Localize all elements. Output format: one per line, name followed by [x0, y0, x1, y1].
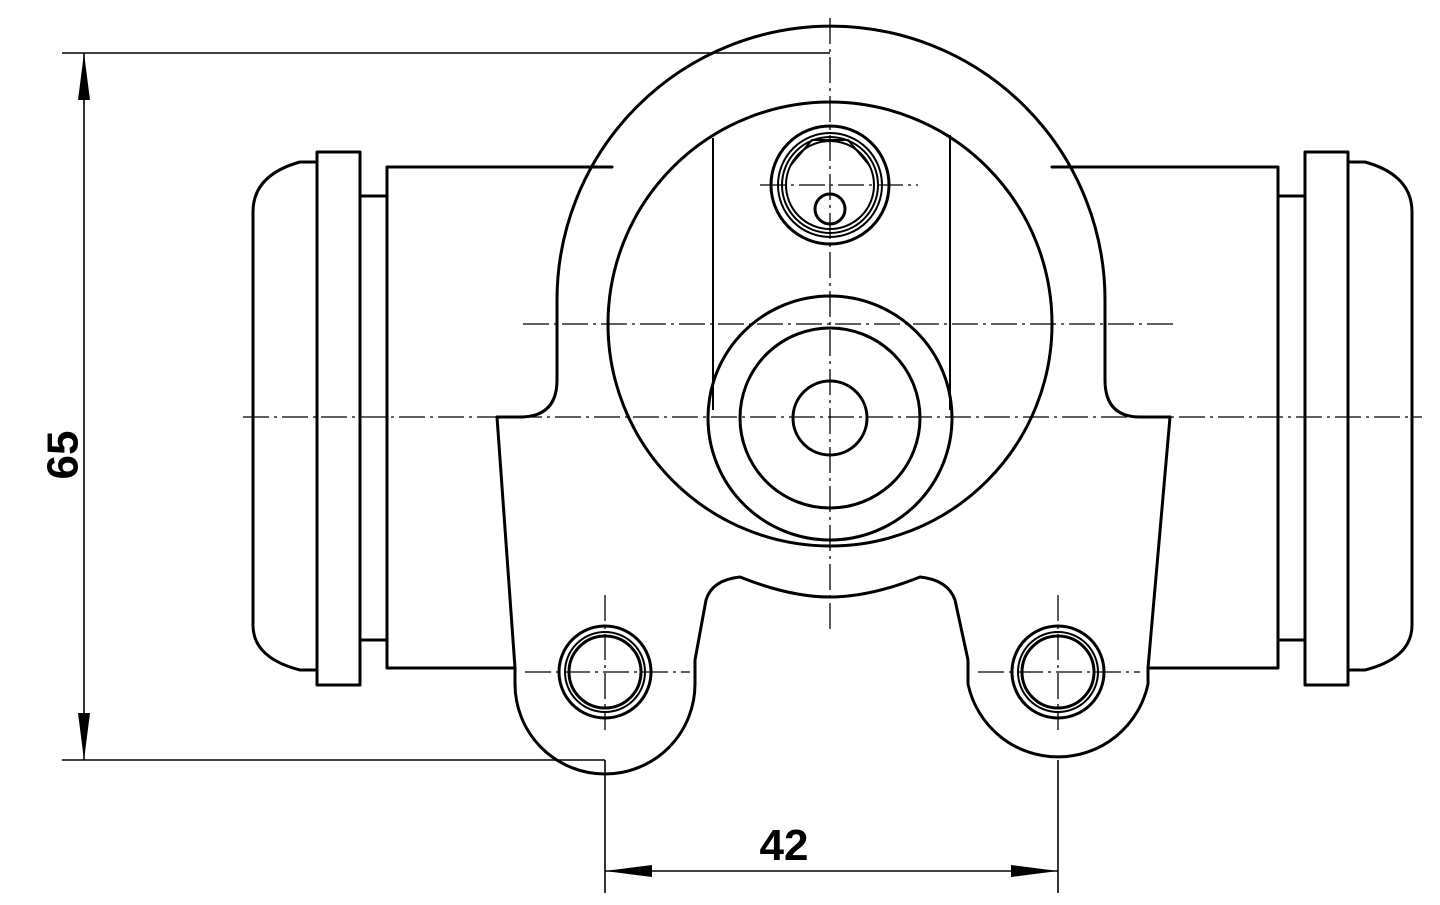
center-lines: [243, 18, 1422, 730]
housing-outer-contour: [495, 24, 1172, 419]
height-dimension-label: 65: [39, 431, 88, 480]
height-dimension-bottom-arrow: [78, 713, 90, 760]
hole-spacing-dimension: [604, 760, 1059, 893]
right-dust-boot: [1276, 150, 1414, 687]
hole-spacing-label: 42: [760, 821, 809, 870]
height-dimension-top-arrow: [78, 53, 90, 100]
mounting-flange: [495, 415, 1172, 776]
hole-spacing-right-arrow: [1011, 865, 1058, 877]
height-dimension: [62, 52, 830, 761]
left-dust-boot: [251, 150, 389, 687]
hole-spacing-left-arrow: [605, 865, 652, 877]
